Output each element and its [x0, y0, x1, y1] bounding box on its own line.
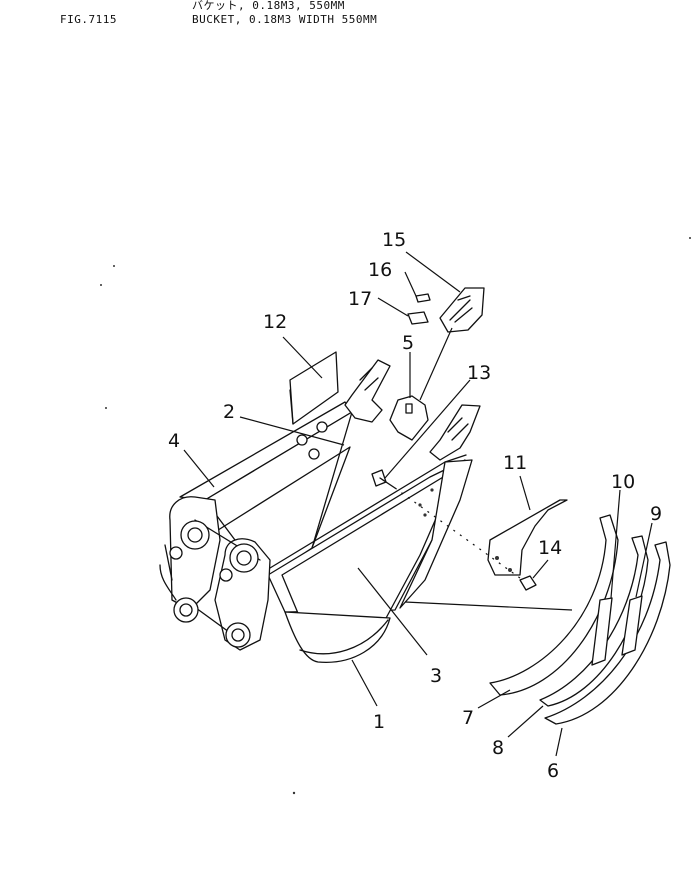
figure-title-japanese: バケット, 0.18M3, 550MM [192, 0, 345, 12]
callout-9: 9 [650, 503, 662, 525]
figure-number: FIG.7115 [60, 13, 117, 26]
callout-6: 6 [547, 760, 559, 782]
callout-17: 17 [348, 288, 372, 310]
callout-8: 8 [492, 737, 504, 759]
part-5-adapters [344, 359, 481, 461]
part-12-plate [289, 351, 339, 425]
part-7-cutting-edge [489, 514, 619, 696]
callout-7: 7 [462, 707, 474, 729]
figure-title-english: BUCKET, 0.18M3 WIDTH 550MM [192, 13, 378, 26]
callout-2: 2 [223, 401, 235, 423]
callout-3: 3 [430, 665, 442, 687]
part-16-pin [415, 293, 431, 303]
part-17-lock [407, 311, 429, 325]
callout-10: 10 [611, 471, 635, 493]
callout-11: 11 [503, 452, 527, 474]
part-10-shim [591, 597, 613, 666]
callout-4: 4 [168, 430, 180, 452]
part-11-side-cutter [487, 499, 568, 576]
callout-14: 14 [538, 537, 562, 559]
callout-1: 1 [373, 711, 385, 733]
callout-labels: 1 2 3 4 5 6 7 8 9 10 11 12 13 14 15 16 1… [168, 229, 662, 782]
callout-5: 5 [402, 332, 414, 354]
leader-lines [183, 251, 653, 757]
callout-12: 12 [263, 311, 287, 333]
part-9-shim [621, 595, 643, 656]
scan-specks [100, 237, 691, 795]
part-6-cutting-edge [544, 541, 671, 725]
callout-13: 13 [467, 362, 491, 384]
callout-15: 15 [382, 229, 406, 251]
part-14-nut [519, 575, 537, 591]
part-15-tooth [439, 287, 485, 333]
part-13-bolt [371, 469, 396, 489]
callout-16: 16 [368, 259, 392, 281]
bucket-body [159, 401, 473, 663]
